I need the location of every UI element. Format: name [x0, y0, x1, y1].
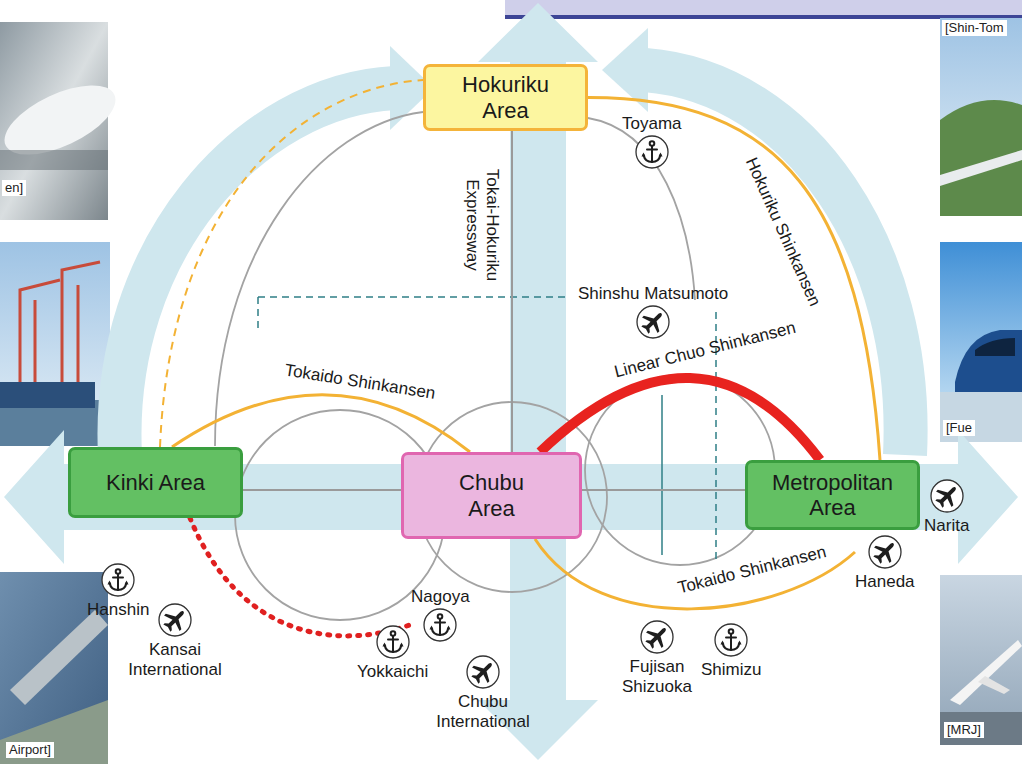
direction-arrows — [4, 3, 1018, 760]
photo-train — [0, 22, 125, 220]
region-box: Metropolitan Area — [745, 460, 920, 530]
hub-name: Shinshu Matsumoto — [578, 284, 728, 304]
transport-hub: Shimizu — [701, 623, 761, 680]
transport-hub: Fujisan Shizuoka — [617, 620, 697, 696]
airport-icon — [930, 479, 964, 513]
region-name: Metropolitan Area — [760, 470, 905, 521]
photo-port — [0, 242, 110, 446]
airport-icon — [636, 305, 670, 339]
hub-name: Fujisan Shizuoka — [617, 657, 697, 696]
region-box: Kinki Area — [68, 447, 243, 518]
port-icon — [714, 623, 748, 657]
route-line — [540, 378, 820, 460]
hub-symbol — [635, 135, 669, 169]
transport-hub: Haneda — [855, 535, 915, 592]
hub-symbol — [101, 563, 135, 597]
port-icon — [101, 563, 135, 597]
hub-name: Kansai International — [120, 640, 230, 679]
route-line — [582, 489, 745, 491]
route-label: Tokai-Hokuriku Expressway — [462, 155, 501, 295]
transport-hub: Shinshu Matsumoto — [578, 284, 728, 339]
region-name: Hokuriku Area — [451, 72, 561, 123]
transport-hub: Toyama — [622, 114, 682, 169]
region-box: Chubu Area — [401, 452, 582, 539]
hub-symbol — [423, 608, 457, 642]
airport-icon — [158, 603, 192, 637]
hub-name: Narita — [924, 516, 969, 536]
teal-routes — [258, 297, 716, 560]
hub-symbol — [158, 603, 192, 637]
photo-fuel-cell-car — [940, 242, 1022, 442]
region-box: Hokuriku Area — [423, 64, 588, 131]
transport-hub: Hanshin — [87, 563, 149, 620]
route-line — [511, 131, 513, 452]
airport-icon — [466, 655, 500, 689]
hub-symbol — [714, 623, 748, 657]
hub-symbol — [640, 620, 674, 654]
transport-hub: Yokkaichi — [357, 625, 428, 682]
airport-icon — [640, 620, 674, 654]
photo-expressway — [940, 18, 1022, 216]
hub-symbol — [636, 305, 670, 339]
photo-caption: [MRJ] — [944, 722, 984, 738]
hub-name: Haneda — [855, 572, 915, 592]
port-icon — [423, 608, 457, 642]
region-name: Kinki Area — [106, 470, 205, 495]
route-label: Tokaido Shinkansen — [676, 542, 828, 598]
hub-symbol — [376, 625, 410, 659]
transport-hub: Narita — [924, 479, 969, 536]
hub-symbol — [930, 479, 964, 513]
photo-caption: [Shin-Tom — [942, 20, 1007, 36]
route-line — [172, 395, 470, 452]
hub-name: Nagoya — [411, 587, 470, 607]
photo-caption: en] — [2, 180, 26, 196]
transport-hub: Chubu International — [428, 655, 538, 731]
port-icon — [635, 135, 669, 169]
route-line — [190, 518, 411, 636]
network-rings — [215, 112, 775, 620]
hub-name: Yokkaichi — [357, 662, 428, 682]
route-line — [243, 489, 401, 491]
hub-name: Toyama — [622, 114, 682, 134]
hub-symbol — [466, 655, 500, 689]
hub-name: Chubu International — [428, 692, 538, 731]
airport-icon — [868, 535, 902, 569]
transport-hub: Nagoya — [411, 587, 470, 642]
hub-symbol — [868, 535, 902, 569]
port-icon — [376, 625, 410, 659]
transport-hub: Kansai International — [120, 603, 230, 679]
curved-arrow-heads — [390, 28, 648, 130]
hub-name: Shimizu — [701, 660, 761, 680]
region-name: Chubu Area — [437, 470, 547, 521]
route-line — [588, 97, 880, 460]
title-banner — [505, 0, 1022, 15]
photo-aircraft — [940, 575, 1022, 745]
hub-name: Hanshin — [87, 600, 149, 620]
photo-caption: [Fue — [943, 420, 975, 436]
route-line — [535, 539, 855, 609]
photo-caption: Airport] — [6, 742, 54, 758]
